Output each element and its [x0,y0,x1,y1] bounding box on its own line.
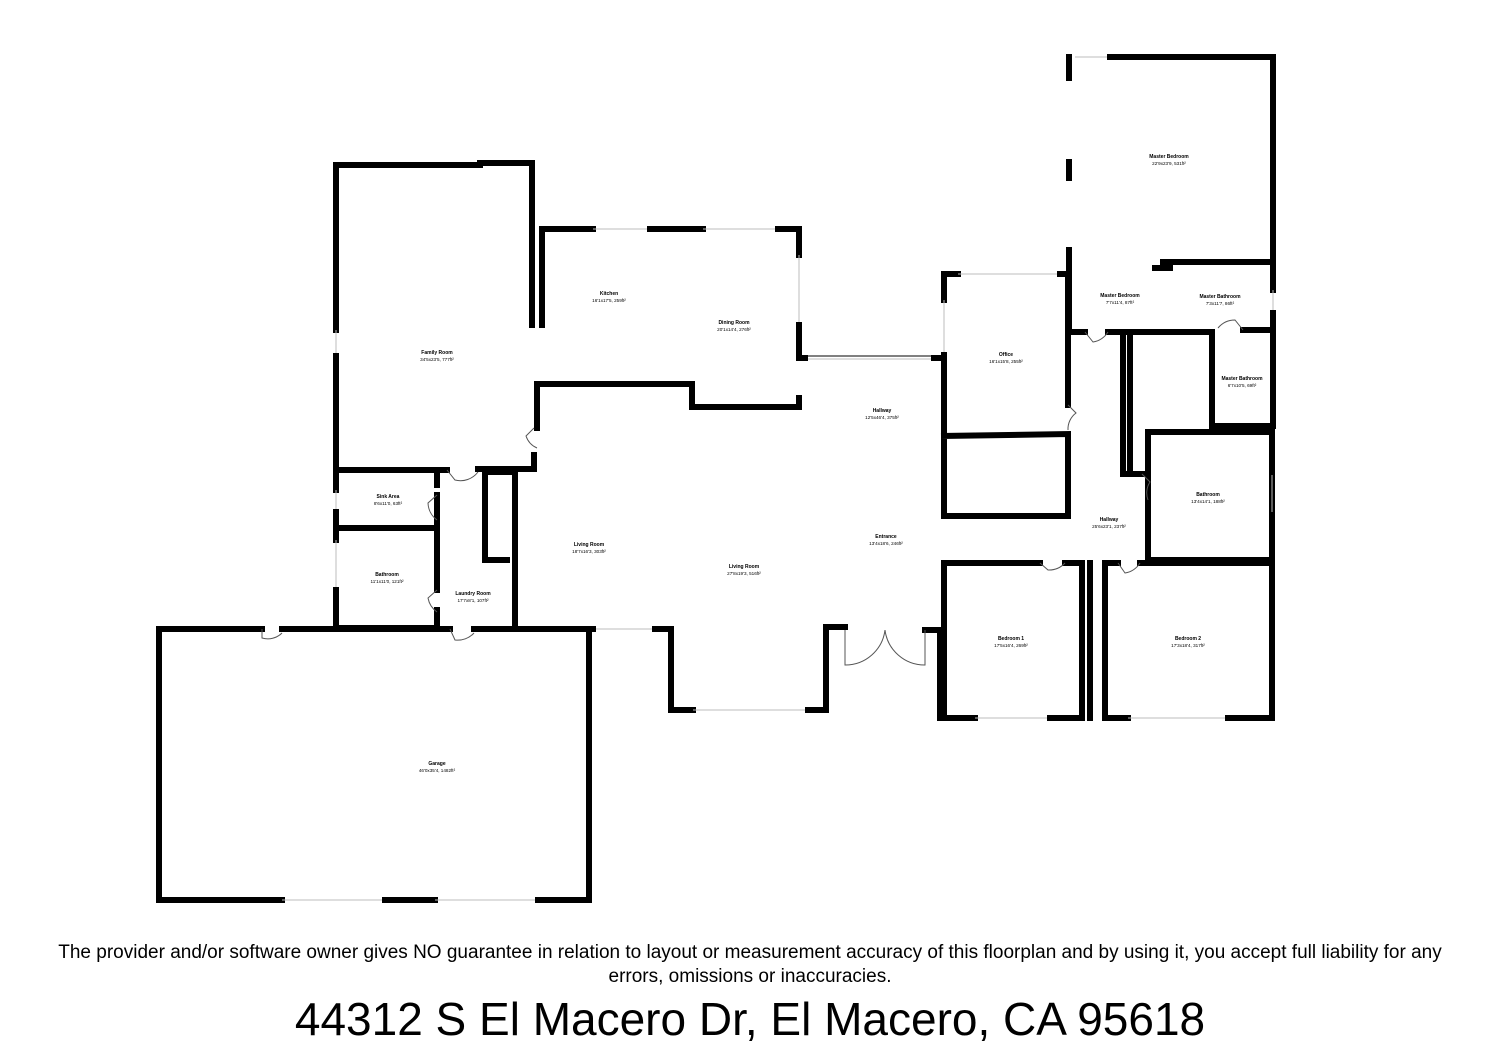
room-dims-master-bedroom: 22'9x23'9, 531ft² [1152,161,1186,166]
property-address: 44312 S El Macero Dr, El Macero, CA 9561… [294,993,1206,1045]
east-bath-walls [1120,332,1275,563]
room-name-kitchen: Kitchen [600,291,618,297]
room-name-master-bedroom: Master Bedroom [1149,154,1189,160]
room-name-hallway-east: Hallway [1100,517,1119,523]
room-name-family-room: Family Room [421,350,453,356]
room-dims-laundry-room: 17'7x8'1, 107ft² [457,598,489,603]
room-dims-entrance: 13'4x18'6, 246ft² [869,541,903,546]
room-name-bathroom-west: Bathroom [375,572,399,578]
room-name-master-bathroom-2: Master Bathroom [1221,376,1263,382]
office-walls [940,271,1071,519]
room-name-dining-room: Dining Room [718,320,750,326]
room-name-office: Office [999,352,1013,358]
room-dims-master-bathroom-2: 6'7x10'5, 69ft² [1228,383,1257,388]
room-name-laundry-room: Laundry Room [455,591,491,597]
family-room-walls [333,160,537,473]
room-dims-living-room: 27'8x19'3, 516ft² [727,571,761,576]
room-dims-family-room: 34'5x23'5, 777ft² [420,357,454,362]
floorplan-drawing: Family Room 34'5x23'5, 777ft² Kitchen 16… [156,54,1276,903]
room-dims-bathroom-east: 13'4x14'1, 188ft² [1191,499,1225,504]
room-dims-dining-room: 20'1x14'4, 276ft² [717,327,751,332]
room-dims-bedroom-2: 17'3x18'4, 317ft² [1171,643,1205,648]
disclaimer-text: The provider and/or software owner gives… [58,942,1442,987]
room-dims-master-bedroom-closet: 7'7x11'4, 87ft² [1106,300,1135,305]
room-dims-master-bathroom-1: 7'3x11'7, 86ft² [1206,301,1235,306]
room-dims-hallway-main: 12'5x46'4, 375ft² [865,415,899,420]
hallway-walls [808,355,947,361]
room-name-bedroom-2: Bedroom 2 [1175,636,1201,642]
room-dims-office: 16'1x15'8, 255ft² [989,359,1023,364]
room-dims-living-room-west: 18'7x16'3, 303ft² [572,549,606,554]
room-dims-hallway-east: 25'6x23'1, 237ft² [1092,524,1126,529]
room-name-entrance: Entrance [875,534,897,540]
room-dims-kitchen: 16'1x17'5, 259ft² [592,298,626,303]
room-dims-garage: 46'0x35'4, 1482ft² [419,768,456,773]
kitchen-dining-walls [534,226,808,431]
room-dims-bedroom-1: 17'5x16'4, 269ft² [994,643,1028,648]
room-name-master-bathroom-1: Master Bathroom [1199,294,1241,300]
room-name-master-bedroom-closet: Master Bedroom [1100,293,1140,299]
room-name-living-room-west: Living Room [574,542,605,548]
room-name-garage: Garage [428,761,445,767]
master-bedroom-walls [1066,54,1276,429]
living-room-walls [482,469,943,721]
room-name-bedroom-1: Bedroom 1 [998,636,1024,642]
room-name-sink-area: Sink Area [377,494,400,500]
room-dims-sink-area: 8'6x11'0, 63ft² [374,501,403,506]
bedroom-walls [941,560,1275,721]
room-dims-bathroom-west: 11'1x11'0, 121ft² [371,579,404,584]
door-swings [261,319,1244,641]
room-name-hallway-main: Hallway [873,408,892,414]
room-labels: Family Room 34'5x23'5, 777ft² Kitchen 16… [371,154,1264,773]
garage-walls [156,626,596,903]
room-name-bathroom-east: Bathroom [1196,492,1220,498]
room-name-living-room: Living Room [729,564,760,570]
